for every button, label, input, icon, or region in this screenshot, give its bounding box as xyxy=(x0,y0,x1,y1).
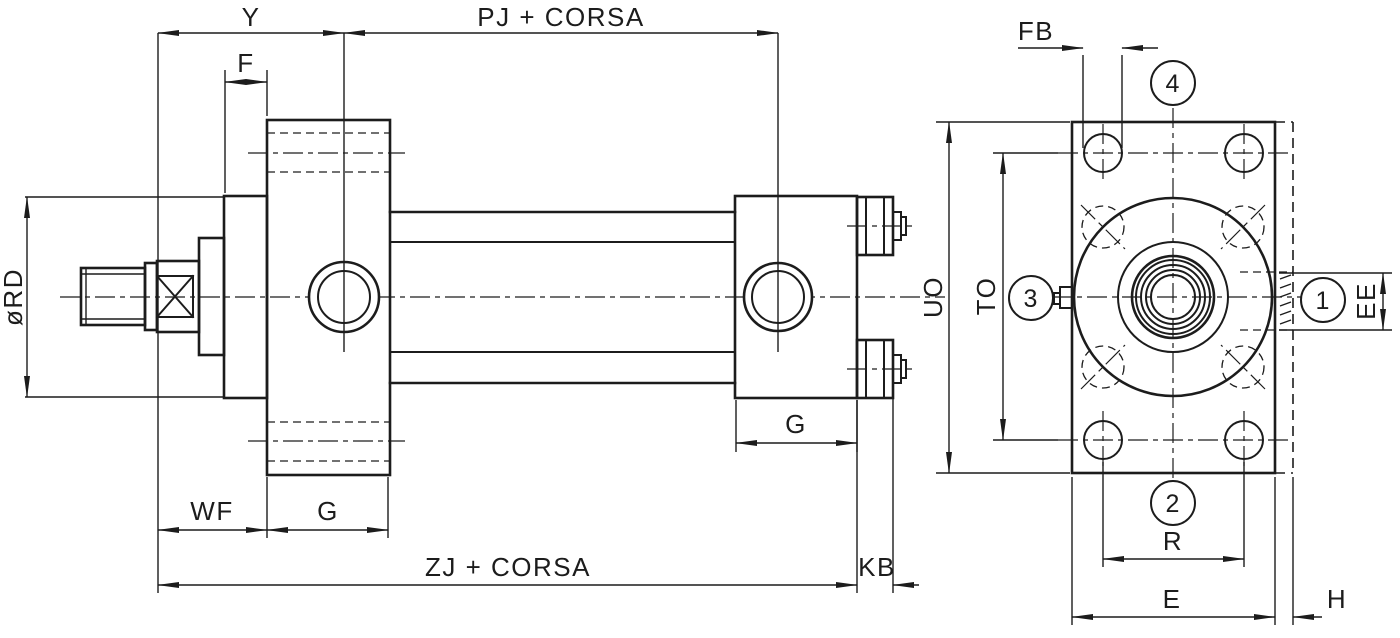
balloon-2-number: 2 xyxy=(1166,490,1181,518)
dim-label-to: TO xyxy=(971,277,1001,316)
dim-g-rear: G xyxy=(735,400,858,452)
dim-kb: KB xyxy=(858,388,919,593)
dim-h: H xyxy=(1292,477,1347,625)
thread-hatch xyxy=(1279,274,1292,325)
dim-label-y: Y xyxy=(242,2,261,32)
rod-boss-circles xyxy=(1130,254,1216,340)
side-port-boss xyxy=(1053,286,1073,309)
dim-g-front: G xyxy=(266,477,389,538)
dim-label-g-rear: G xyxy=(785,409,807,439)
dim-fb: FB xyxy=(1018,16,1158,148)
dim-ee: EE xyxy=(1279,272,1392,331)
dim-y: Y xyxy=(157,2,345,36)
balloon-1: 1 xyxy=(1300,277,1346,323)
dim-label-kb: KB xyxy=(858,552,896,582)
cylinder-tube xyxy=(388,210,737,385)
dim-rod-diameter: øRD xyxy=(0,196,224,398)
dim-label-fb: FB xyxy=(1018,16,1054,46)
dim-uo: UO xyxy=(918,121,1070,474)
balloon-1-number: 1 xyxy=(1316,287,1331,315)
dim-label-h: H xyxy=(1327,584,1347,614)
tie-rod-nut-top xyxy=(847,195,917,257)
tie-rod-nut-bottom xyxy=(847,338,917,400)
dim-label-wf: WF xyxy=(190,496,233,526)
flange-face-view xyxy=(1052,108,1310,487)
side-view xyxy=(60,118,945,477)
dim-label-r: R xyxy=(1163,526,1183,556)
hidden-rear-edge xyxy=(1275,121,1294,474)
mounting-holes xyxy=(1083,124,1264,469)
dim-wf: WF xyxy=(157,477,268,538)
dimensions: Y PJ + CORSA F øRD WF xyxy=(0,2,1392,625)
dim-label-uo: UO xyxy=(918,276,948,318)
dim-pj-corsa: PJ + CORSA xyxy=(343,2,779,36)
dim-zj-corsa: ZJ + CORSA xyxy=(157,400,858,593)
dim-label-pj-corsa: PJ + CORSA xyxy=(477,2,644,32)
gland-circle xyxy=(1117,241,1229,353)
dim-label-zj-corsa: ZJ + CORSA xyxy=(425,552,591,582)
balloon-3-number: 3 xyxy=(1024,285,1039,313)
cylinder-body-circle xyxy=(1072,196,1274,398)
dim-to: TO xyxy=(971,152,1058,441)
dim-r: R xyxy=(1102,462,1245,567)
dim-f: F xyxy=(224,48,268,193)
dim-label-g-front: G xyxy=(317,496,339,526)
balloon-callouts: 1 2 3 4 xyxy=(1008,60,1346,526)
hidden-port-ee xyxy=(1240,271,1293,331)
balloon-2: 2 xyxy=(1150,480,1196,526)
dim-label-f: F xyxy=(237,48,254,78)
dim-e: E xyxy=(1071,477,1276,625)
dim-label-e: E xyxy=(1163,584,1182,614)
tie-rod-circles xyxy=(1080,204,1266,390)
balloon-4: 4 xyxy=(1150,60,1196,106)
balloon-4-number: 4 xyxy=(1166,70,1181,98)
balloon-3: 3 xyxy=(1008,275,1054,321)
dim-label-ee: EE xyxy=(1351,282,1381,320)
dim-label-rod-diameter: øRD xyxy=(0,268,28,326)
front-flange xyxy=(248,118,405,477)
